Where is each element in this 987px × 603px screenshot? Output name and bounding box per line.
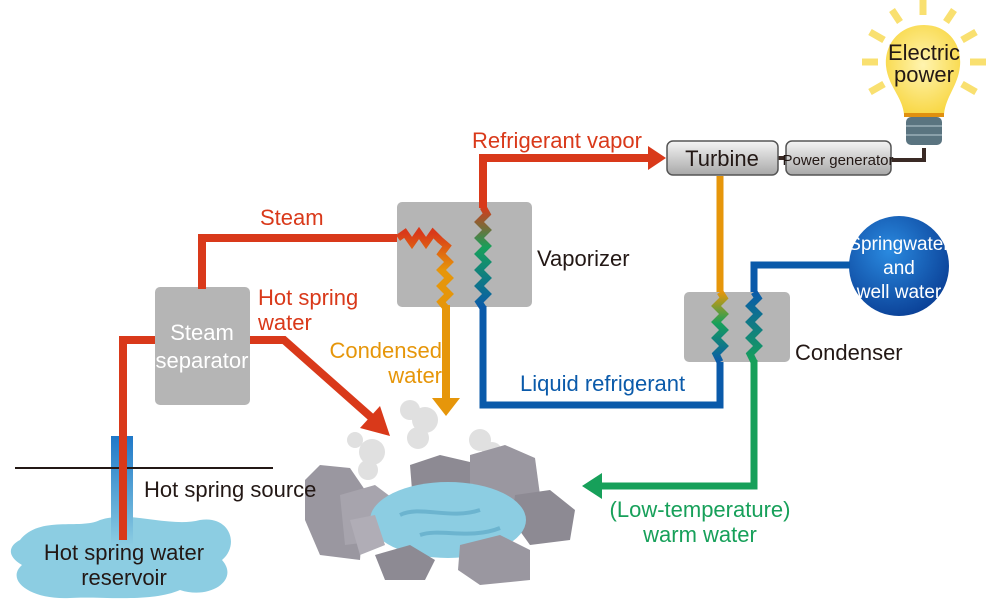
bulb-collar <box>904 113 944 117</box>
steam-pipe <box>198 234 400 289</box>
hot-spring-source-label: Hot spring source <box>144 477 316 502</box>
steam-separator-label: Steam <box>170 320 234 345</box>
liquid-refrigerant-label: Liquid refrigerant <box>520 371 685 396</box>
turbine-box <box>666 140 779 176</box>
power-generator-box <box>785 140 892 176</box>
steam-separator-label-2: separator <box>156 348 249 373</box>
reservoir-label-2: reservoir <box>81 565 167 590</box>
condensed-water-label-2: water <box>387 363 442 388</box>
steam-coil <box>395 226 454 311</box>
warm-water-arrowhead <box>582 473 602 499</box>
bulb-glass <box>885 25 961 114</box>
condenser-box <box>684 292 790 362</box>
warm-water-label-2: warm water <box>642 522 757 547</box>
steam-separator-box <box>155 287 250 405</box>
warm-water-label: (Low-temperature) <box>610 497 791 522</box>
springwater-label-3: well water <box>856 282 942 303</box>
hot-spring-reservoir <box>10 516 231 599</box>
springwater-label-2: and <box>883 258 915 279</box>
steam-label: Steam <box>260 205 324 230</box>
condenser-label: Condenser <box>795 340 903 365</box>
power-wire <box>891 148 926 162</box>
springwater-label: Springwater <box>848 234 950 255</box>
refrigerant-vapor-pipe <box>479 154 650 208</box>
light-bulb-icon <box>862 0 986 96</box>
turbine-label: Turbine <box>685 146 759 171</box>
condensed-water-arrowhead <box>432 398 460 416</box>
springwater-circle <box>849 216 949 316</box>
reservoir-label: Hot spring water <box>44 540 204 565</box>
refrigerant-coil-condenser <box>711 290 729 364</box>
refrigerant-vapor-arrowhead <box>648 146 666 170</box>
hot-spring-water-label: Hot spring <box>258 285 358 310</box>
hot-spring-water-arrow <box>250 336 375 421</box>
vaporizer-box <box>397 202 532 307</box>
hot-spring-water-label-2: water <box>257 310 312 335</box>
bulb-base <box>906 117 942 145</box>
electric-power-label-2: power <box>894 62 954 87</box>
vaporizer-label: Vaporizer <box>537 246 630 271</box>
cooling-water-pipe <box>750 261 850 295</box>
liquid-refrigerant-pipe <box>479 306 724 409</box>
water-coil-condenser <box>745 290 763 364</box>
refrigerant-vapor-label: Refrigerant vapor <box>472 128 642 153</box>
power-generator-label: Power generator <box>783 152 894 169</box>
warm-water-pipe <box>600 360 758 490</box>
hot-water-pipe <box>119 336 157 540</box>
electric-power-label: Electric <box>888 40 960 65</box>
hot-spring-pool <box>305 400 575 585</box>
refrigerant-coil-vaporizer <box>474 205 492 310</box>
condensed-water-label: Condensed <box>329 338 442 363</box>
hot-spring-water-arrowhead <box>360 406 390 436</box>
